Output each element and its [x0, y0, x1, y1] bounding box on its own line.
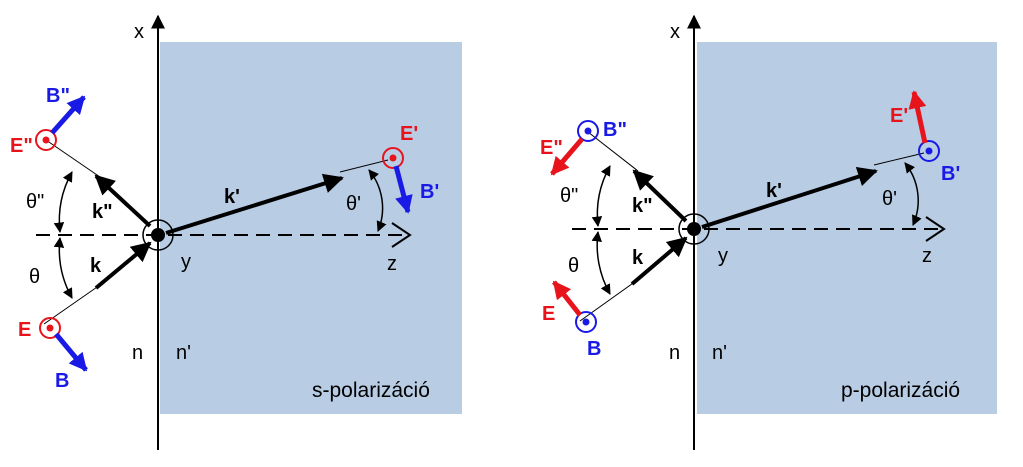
transmitted-k-label: k': [766, 180, 782, 202]
transmitted-e-label: E': [890, 105, 908, 127]
incident-e-label: E: [18, 319, 31, 341]
theta-incident-label: θ: [29, 266, 40, 288]
incident-b-label: B: [55, 370, 69, 392]
reflected-e-dot-icon: [42, 136, 50, 144]
transmitted-wave-vector-k1: [701, 166, 878, 229]
reflected-e-label: E": [540, 137, 563, 159]
incident-ray-thin: [579, 280, 637, 322]
theta-incident-arc: [53, 236, 73, 299]
origin-dot: [151, 228, 165, 242]
theta-incident-label: θ: [568, 255, 579, 277]
theta-reflected-arc: [591, 165, 611, 228]
transmitted-ray-thin: [873, 152, 925, 166]
transmitted-e-out-of-plane-icon: [382, 147, 404, 169]
incident-k-label: k: [632, 247, 644, 269]
y-axis-out-of-plane-symbol: [142, 219, 174, 251]
theta-transmitted-arc: [904, 162, 922, 226]
transmitted-k-label: k': [224, 186, 240, 208]
transmitted-b-vector: [393, 165, 413, 214]
panel-caption: p-polarizáció: [841, 379, 960, 402]
theta-transmitted-arc: [368, 169, 387, 232]
theta-transmitted-label: θ': [346, 193, 361, 215]
transmitted-wave-vector-k1: [165, 173, 344, 235]
z-axis-arrowhead: [925, 216, 946, 242]
panel-s-polarization: x z y k k" k' θ" θ θ' E B: [10, 14, 462, 450]
theta-reflected-label: θ": [560, 185, 578, 207]
theta-reflected-label: θ": [26, 191, 44, 213]
incident-b-out-of-plane-icon: [575, 311, 597, 333]
incident-b-dot-icon: [582, 318, 590, 326]
reflected-wave-vector-k2: [632, 169, 688, 223]
incident-e-label: E: [542, 303, 555, 325]
theta-incident-arc: [591, 230, 611, 295]
transmitted-b-out-of-plane-icon: [918, 140, 940, 162]
transmitted-e-vector: [908, 90, 928, 144]
y-axis-out-of-plane-symbol: [678, 213, 710, 245]
reflected-b-label: B": [603, 119, 627, 141]
reflected-b-label: B": [46, 85, 70, 107]
reflected-k-label: k": [92, 201, 113, 223]
reflected-k-label: k": [632, 195, 653, 217]
reflected-b-vector: [50, 95, 86, 135]
reflected-wave-vector-k2: [94, 174, 152, 228]
reflected-e-label: E": [10, 135, 33, 157]
z-axis-label: z: [922, 245, 932, 267]
medium-n-prime-label: n': [712, 342, 727, 364]
incident-k-label: k: [90, 255, 102, 277]
reflected-ray-thin: [587, 131, 639, 172]
x-axis-label: x: [670, 21, 680, 43]
incident-e-dot-icon: [46, 324, 54, 332]
transmitted-b-label: B': [420, 181, 439, 203]
incident-wave-vector-k: [630, 236, 688, 286]
incident-ray-thin: [43, 284, 101, 325]
panel-caption: s-polarizáció: [312, 379, 430, 402]
medium-n-label: n: [132, 342, 143, 364]
incident-b-label: B: [587, 338, 601, 360]
reflected-b-dot-icon: [584, 127, 592, 135]
origin-dot: [687, 222, 701, 236]
y-axis-label: y: [718, 245, 728, 267]
reflected-e-vector: [550, 137, 584, 176]
theta-transmitted-label: θ': [882, 188, 897, 210]
transmitted-b-dot-icon: [925, 147, 933, 155]
incident-b-vector: [54, 332, 88, 372]
reflected-b-out-of-plane-icon: [577, 120, 599, 142]
reflected-e-out-of-plane-icon: [35, 129, 57, 151]
transmitted-ray-thin: [339, 159, 389, 173]
incident-wave-vector-k: [94, 241, 152, 290]
transmitted-e-label: E': [400, 123, 418, 145]
x-axis-label: x: [134, 21, 144, 43]
incident-e-out-of-plane-icon: [39, 317, 61, 339]
z-axis-arrowhead: [391, 222, 412, 248]
incident-e-vector: [552, 280, 582, 317]
medium-n-label: n: [669, 342, 680, 364]
panel-p-polarization: x z y k k" k' θ" θ θ' E B E" B": [540, 14, 997, 450]
z-axis-label: z: [387, 253, 397, 275]
y-axis-label: y: [181, 251, 191, 273]
medium-n-prime-label: n': [176, 342, 191, 364]
transmitted-e-dot-icon: [389, 154, 397, 162]
medium-n-prime-region: [160, 42, 462, 414]
transmitted-b-label: B': [941, 163, 960, 185]
theta-reflected-arc: [53, 171, 73, 234]
